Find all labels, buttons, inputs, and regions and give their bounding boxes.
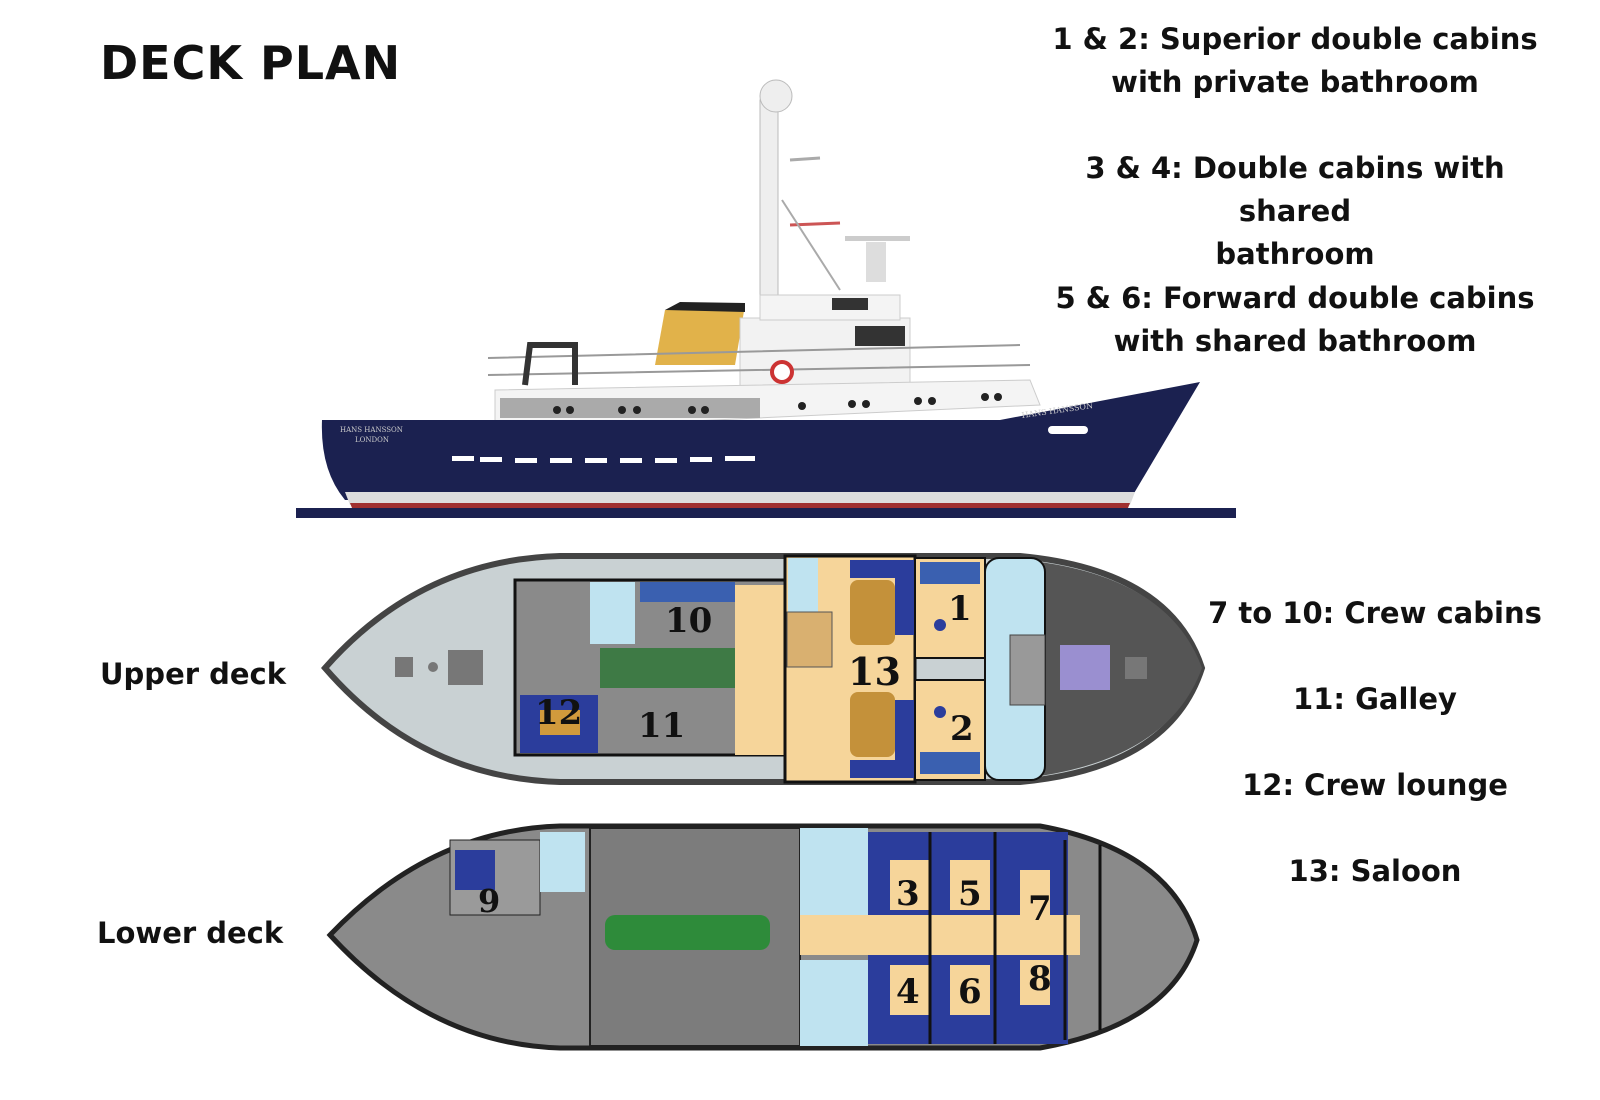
legend-text: 3 & 4: Double cabins with shared (1085, 151, 1505, 228)
legend-text: 5 & 6: Forward double cabins (1055, 281, 1535, 315)
lower-deck-plan: 9 3 4 5 6 7 8 (326, 823, 1200, 1051)
engine (605, 915, 770, 950)
green-room (600, 648, 735, 688)
legend-cabins-3-4: 3 & 4: Double cabins with shared bathroo… (1040, 147, 1550, 276)
room-number-6: 6 (958, 972, 982, 1012)
legend-text: 1 & 2: Superior double cabins (1052, 22, 1538, 56)
legend-text: with private bathroom (1111, 65, 1479, 99)
lower-deck-label: Lower deck (97, 916, 284, 950)
legend-galley: 11: Galley (1293, 682, 1457, 716)
radar-dome (759, 79, 793, 113)
room-number-4: 4 (896, 972, 920, 1012)
upper-deck-plan: 1 2 10 11 12 13 (321, 553, 1206, 785)
room-number-5: 5 (958, 874, 982, 914)
ship-profile: HANS HANSSON LONDON HANS HANSSON (296, 79, 1236, 518)
corridor (800, 915, 1080, 955)
room-number-8: 8 (1028, 959, 1052, 999)
room-number-2: 2 (950, 709, 974, 749)
legend-cabins-1-2: 1 & 2: Superior double cabins with priva… (1040, 18, 1550, 104)
room-number-11: 11 (638, 706, 685, 746)
windlass-icon (1060, 645, 1110, 690)
legend-crew-cabins: 7 to 10: Crew cabins (1208, 596, 1542, 630)
room-number-13: 13 (848, 649, 901, 694)
waterline (296, 508, 1236, 518)
funnel (655, 305, 745, 365)
hull (321, 382, 1200, 500)
page-title: DECK PLAN (100, 36, 402, 90)
legend-crew-lounge: 12: Crew lounge (1242, 768, 1508, 802)
room-number-12: 12 (535, 693, 582, 733)
legend-saloon: 13: Saloon (1288, 854, 1462, 888)
ship-name-stern: HANS HANSSON (340, 426, 403, 434)
room-number-10: 10 (665, 601, 712, 641)
ship-port: LONDON (355, 436, 389, 444)
crane (522, 342, 578, 386)
mast (759, 99, 779, 311)
legend-cabins-5-6: 5 & 6: Forward double cabins with shared… (1040, 277, 1550, 363)
room-number-7: 7 (1028, 889, 1052, 929)
room-number-9: 9 (478, 882, 500, 920)
room-number-3: 3 (896, 874, 920, 914)
room-number-1: 1 (948, 589, 972, 629)
legend-text: bathroom (1215, 237, 1375, 271)
upper-deck-label: Upper deck (100, 657, 287, 691)
legend-text: with shared bathroom (1113, 324, 1477, 358)
life-ring-icon (770, 360, 794, 384)
